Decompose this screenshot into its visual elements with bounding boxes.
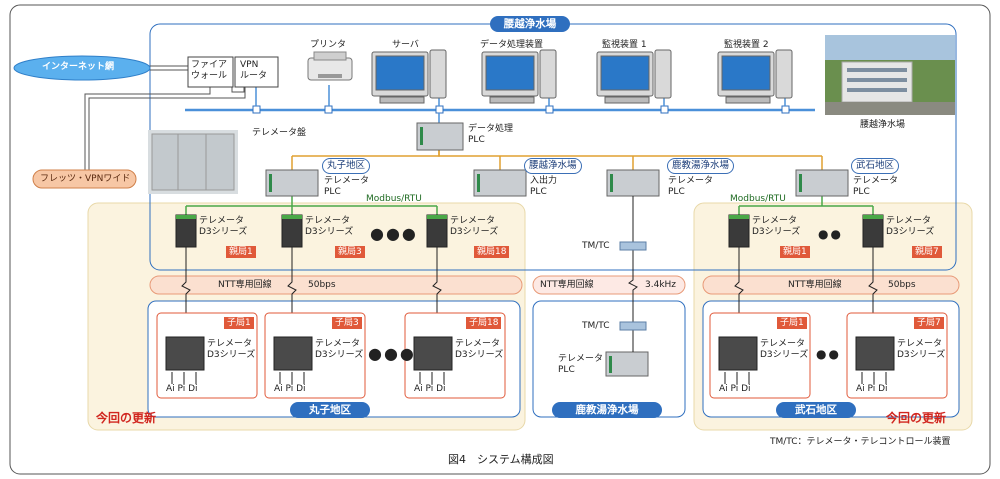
data-proc-device-icon: [481, 49, 557, 104]
footnote: TM/TC：テレメータ・テレコントロール装置: [770, 437, 951, 447]
vpn-box: [234, 56, 279, 88]
ntt-bar-maruko: [149, 275, 523, 295]
bps-label-takeshi: 50bps: [888, 280, 916, 290]
firewall-label: ファイア ウォール: [191, 60, 228, 81]
dots-ko-maruko: ●●●: [368, 344, 416, 363]
badge-ko3: 子局3: [332, 317, 362, 329]
ntt-bar-kanoyu: [532, 275, 686, 295]
update-label-right: 今回の更新: [886, 411, 947, 425]
bps-label-maruko: 50bps: [308, 280, 336, 290]
io-arrows: [171, 372, 887, 384]
figure-caption: 図4 システム構成図: [448, 453, 554, 466]
vpn-label: VPN ルータ: [240, 60, 268, 81]
plc-tag-koshigoe: 腰越浄水場: [524, 158, 582, 174]
update-label-left: 今回の更新: [96, 411, 157, 425]
telemeter-panel-photo: [148, 130, 238, 194]
monitor2-label: 監視装置 2: [724, 40, 769, 50]
modbus-label-maruko: Modbus/RTU: [366, 194, 422, 204]
io-ko-t7: Ai Pi Di: [856, 384, 888, 394]
d3-label-oya-t7: テレメータ D3シリーズ: [886, 216, 935, 237]
firewall-box: [187, 56, 234, 88]
plc-label-kanoyu: テレメータ PLC: [668, 176, 714, 197]
monitor2-icon: [717, 49, 793, 104]
d3-label-oya18: テレメータ D3シリーズ: [450, 216, 499, 237]
d3-label-ko-t7: テレメータ D3シリーズ: [897, 339, 946, 360]
d3-label-ko18: テレメータ D3シリーズ: [455, 339, 504, 360]
d3-label-oya3: テレメータ D3シリーズ: [305, 216, 354, 237]
badge-oya1: 親局1: [226, 246, 256, 258]
plc-tag-takeshi: 武石地区: [851, 158, 900, 174]
tmtc-box-top: [619, 241, 647, 251]
d3-label-oya-t1: テレメータ D3シリーズ: [752, 216, 801, 237]
badge-ko-t7: 子局7: [914, 317, 944, 329]
internet-cloud: [13, 55, 151, 81]
badge-oya18: 親局18: [474, 246, 510, 258]
tmtc-label-top: TM/TC: [582, 241, 610, 251]
modbus-lines: [185, 196, 874, 215]
badge-ko-t1: 子局1: [777, 317, 807, 329]
photo-caption: 腰越浄水場: [860, 120, 906, 130]
tmtc-box-bottom: [619, 321, 647, 331]
d3-label-ko3: テレメータ D3シリーズ: [315, 339, 364, 360]
fiber-lines: [291, 150, 823, 170]
server-label: サーバ: [392, 40, 419, 50]
badge-oya-t7: 親局7: [912, 246, 942, 258]
io-ko-t1: Ai Pi Di: [719, 384, 751, 394]
khz-label: 3.4kHz: [645, 280, 677, 290]
printer-label: プリンタ: [310, 40, 347, 50]
badge-ko18: 子局18: [466, 317, 502, 329]
badge-oya3: 親局3: [335, 246, 365, 258]
dots-ko-takeshi: ●●: [816, 347, 841, 361]
ntt-label-kanoyu: NTT専用回線: [540, 280, 594, 290]
d3-label-ko1: テレメータ D3シリーズ: [207, 339, 256, 360]
printer-icon: [307, 51, 353, 81]
modbus-label-takeshi: Modbus/RTU: [730, 194, 786, 204]
ntt-links: [181, 196, 878, 352]
internet-label: インターネット網: [42, 62, 115, 72]
data-proc-device-label: データ処理装置: [480, 40, 544, 50]
ntt-bar-takeshi: [702, 275, 960, 295]
plc-rack-icons: [265, 122, 849, 377]
data-plc-label: データ処理 PLC: [468, 124, 514, 145]
flets-pill: [32, 169, 137, 189]
d3-label-oya1: テレメータ D3シリーズ: [199, 216, 248, 237]
main-site-title: 腰越浄水場: [490, 16, 570, 32]
telemeter-panel-label: テレメータ盤: [252, 128, 307, 138]
building-photo: [825, 35, 955, 115]
region-title-takeshi: 武石地区: [776, 402, 856, 418]
dots-oya-takeshi: ●●: [818, 227, 843, 241]
d3-child-icons: [165, 336, 895, 371]
tmtc-label-bottom: TM/TC: [582, 321, 610, 331]
child-frames: [156, 312, 948, 399]
region-title-kanoyu: 鹿教湯浄水場: [552, 402, 662, 418]
plc-label-maruko: テレメータ PLC: [324, 176, 370, 197]
monitor1-icon: [596, 49, 672, 104]
badge-ko1: 子局1: [224, 317, 254, 329]
plc-tag-kanoyu: 鹿教湯浄水場: [667, 158, 735, 174]
kanoyu-plc-label: テレメータ PLC: [558, 354, 604, 375]
plc-label-koshigoe: 入出力 PLC: [530, 176, 558, 197]
d3-parent-icons: [175, 214, 884, 248]
server-icon: [371, 49, 447, 104]
region-title-maruko: 丸子地区: [290, 402, 370, 418]
io-ko3: Ai Pi Di: [274, 384, 306, 394]
ntt-label-takeshi: NTT専用回線: [788, 280, 842, 290]
ntt-label-maruko: NTT専用回線: [218, 280, 272, 290]
plc-tag-maruko: 丸子地区: [322, 158, 371, 174]
dots-oya-maruko: ●●●: [370, 224, 418, 243]
io-ko1: Ai Pi Di: [166, 384, 198, 394]
io-ko18: Ai Pi Di: [414, 384, 446, 394]
badge-oya-t1: 親局1: [780, 246, 810, 258]
monitor1-label: 監視装置 1: [602, 40, 647, 50]
d3-label-ko-t1: テレメータ D3シリーズ: [760, 339, 809, 360]
plc-label-takeshi: テレメータ PLC: [853, 176, 899, 197]
flets-label: フレッツ・VPNワイド: [40, 174, 131, 184]
